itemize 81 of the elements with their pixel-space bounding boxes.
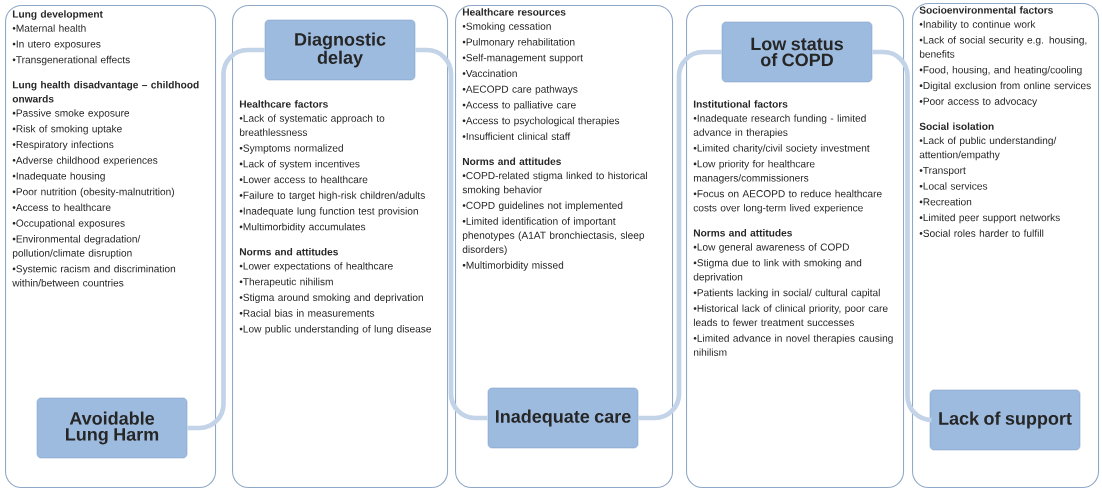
bullet-item: •Multimorbidity missed — [462, 261, 564, 271]
bullet-item: •Limited advance in novel therapies causing nihilism — [693, 334, 893, 356]
bullet-item: •Inadequate lung function test provision — [239, 207, 418, 217]
column-panel — [232, 5, 449, 489]
bullet-item: •Vaccination — [462, 69, 517, 78]
bullet-item: •Low general awareness of COPD — [693, 243, 849, 253]
bullet-item: •Low public understanding of lung disease — [239, 325, 432, 335]
column-panel — [686, 5, 905, 489]
bullet-item: •Multimorbidity accumulates — [239, 222, 366, 233]
bullet-item: •Lack of public understanding/ attention/empathy — [919, 136, 1057, 161]
bullet-item: •Digital exclusion from online services — [919, 81, 1091, 92]
wave-connector — [638, 49, 722, 421]
section-heading: Social isolation — [919, 122, 994, 130]
bullet-item: •Transport — [919, 166, 966, 176]
section-heading: Lung health disadvantage – childhood onwards — [12, 80, 199, 103]
bullet-item: •Transgenerational effects — [12, 55, 130, 66]
section-heading: Institutional factors — [693, 100, 788, 108]
bullet-item: •Access to psychological therapies — [462, 116, 620, 127]
column-panel — [5, 5, 217, 489]
title-box: Lack of support — [929, 389, 1081, 451]
bullet-item: •Food, housing, and heating/cooling — [919, 66, 1082, 76]
bullet-item: •Access to palliative care — [462, 101, 576, 111]
title-box: Low status of COPD — [721, 21, 873, 83]
section-heading: Lung development — [12, 10, 103, 20]
bullet-item: •Poor access to advocacy — [919, 97, 1038, 107]
bullet-item: •Occupational exposures — [12, 219, 125, 229]
bullet-item: •Patients lacking in social/ cultural capital — [693, 288, 880, 299]
bullet-item: •Adverse childhood experiences — [12, 156, 158, 166]
bullet-item: •Poor nutrition (obesity-malnutrition) — [12, 187, 174, 198]
bullet-item: •In utero exposures — [12, 40, 101, 50]
bullet-item: •Lower access to healthcare — [239, 175, 368, 184]
bullet-item: •Insufficient clinical staff — [462, 132, 571, 140]
bullet-item: •COPD-related stigma linked to historical smoking behavior — [462, 171, 647, 196]
bullet-item: •Lack of systematic approach to breathlessness — [239, 114, 385, 136]
bullet-item: •Risk of smoking uptake — [12, 124, 122, 135]
bullet-item: •Limited peer support networks — [919, 213, 1060, 224]
section-heading: Healthcare factors — [239, 100, 328, 108]
bullet-item: •Inadequate housing — [12, 172, 105, 182]
bullet-item: •Access to healthcare — [12, 203, 111, 212]
bullet-item: •Limited identification of important phenotypes (A1AT bronchiectasis, sleep disorders) — [462, 217, 645, 256]
title-box: Diagnostic delay — [264, 19, 416, 81]
bullet-item: •Limited charity/civil society investment — [693, 144, 870, 154]
bullet-item: •Pulmonary rehabilitation — [462, 38, 575, 48]
bullet-item: •Stigma around smoking and deprivation — [239, 293, 423, 304]
bullet-item: •Social roles harder to fulfill — [919, 229, 1044, 237]
wave-connector — [415, 47, 488, 421]
wave-connector — [187, 47, 265, 431]
wave-connector — [872, 49, 934, 423]
bullet-item: •AECOPD care pathways — [462, 85, 578, 95]
bullet-item: •Local services — [919, 182, 988, 190]
bullet-item: •Inadequate research funding - limited advance in therapies — [693, 114, 866, 138]
section-heading: Norms and attitudes — [462, 157, 561, 166]
bullet-item: •Smoking cessation — [462, 22, 551, 32]
title-box: Avoidable Lung Harm — [36, 397, 188, 459]
bullet-item: •Stigma due to link with smoking and deprivation — [693, 258, 862, 283]
bullet-item: •Inability to continue work — [919, 20, 1036, 30]
section-heading: Socioenvironmental factors — [919, 6, 1053, 14]
column-panel — [912, 3, 1100, 489]
bullet-item: •Respiratory infections — [12, 140, 114, 151]
bullet-item: •Environmental degradation/ pollution/climate disruption — [12, 235, 141, 259]
section-heading: Norms and attitudes — [239, 248, 338, 256]
bullet-item: •Lack of social security e.g. housing, benefits — [919, 36, 1087, 58]
bullet-item: •Systemic racism and discrimination within/between countries — [12, 264, 176, 287]
section-heading: Norms and attitudes — [693, 229, 792, 237]
bullet-item: •Failure to target high-risk children/adults — [239, 191, 425, 201]
bullet-item: •Recreation — [919, 198, 972, 206]
bullet-item: •Lower expectations of healthcare — [239, 262, 393, 272]
bullet-item: •Focus on AECOPD to reduce healthcare costs over long-term lived experience — [693, 189, 882, 214]
bullet-item: •Passive smoke exposure — [12, 109, 130, 119]
bullet-item: •Historical lack of clinical priority, poor care leads to fewer treatment successes — [693, 304, 888, 327]
bullet-item: •Self-management support — [462, 53, 583, 64]
bullet-item: •Racial bias in measurements — [239, 309, 375, 317]
column-panel — [455, 5, 674, 489]
title-box: Inadequate care — [487, 387, 639, 449]
section-heading: Healthcare resources — [462, 8, 566, 16]
bullet-item: •Low priority for healthcare managers/commissioners — [693, 160, 815, 184]
bullet-item: •Maternal health — [12, 24, 86, 32]
bullet-item: •Lack of system incentives — [239, 160, 360, 170]
bullet-item: •COPD guidelines not implemented — [462, 201, 623, 212]
bullet-item: •Therapeutic nihilism — [239, 277, 333, 288]
bullet-item: •Symptoms normalized — [239, 144, 343, 154]
